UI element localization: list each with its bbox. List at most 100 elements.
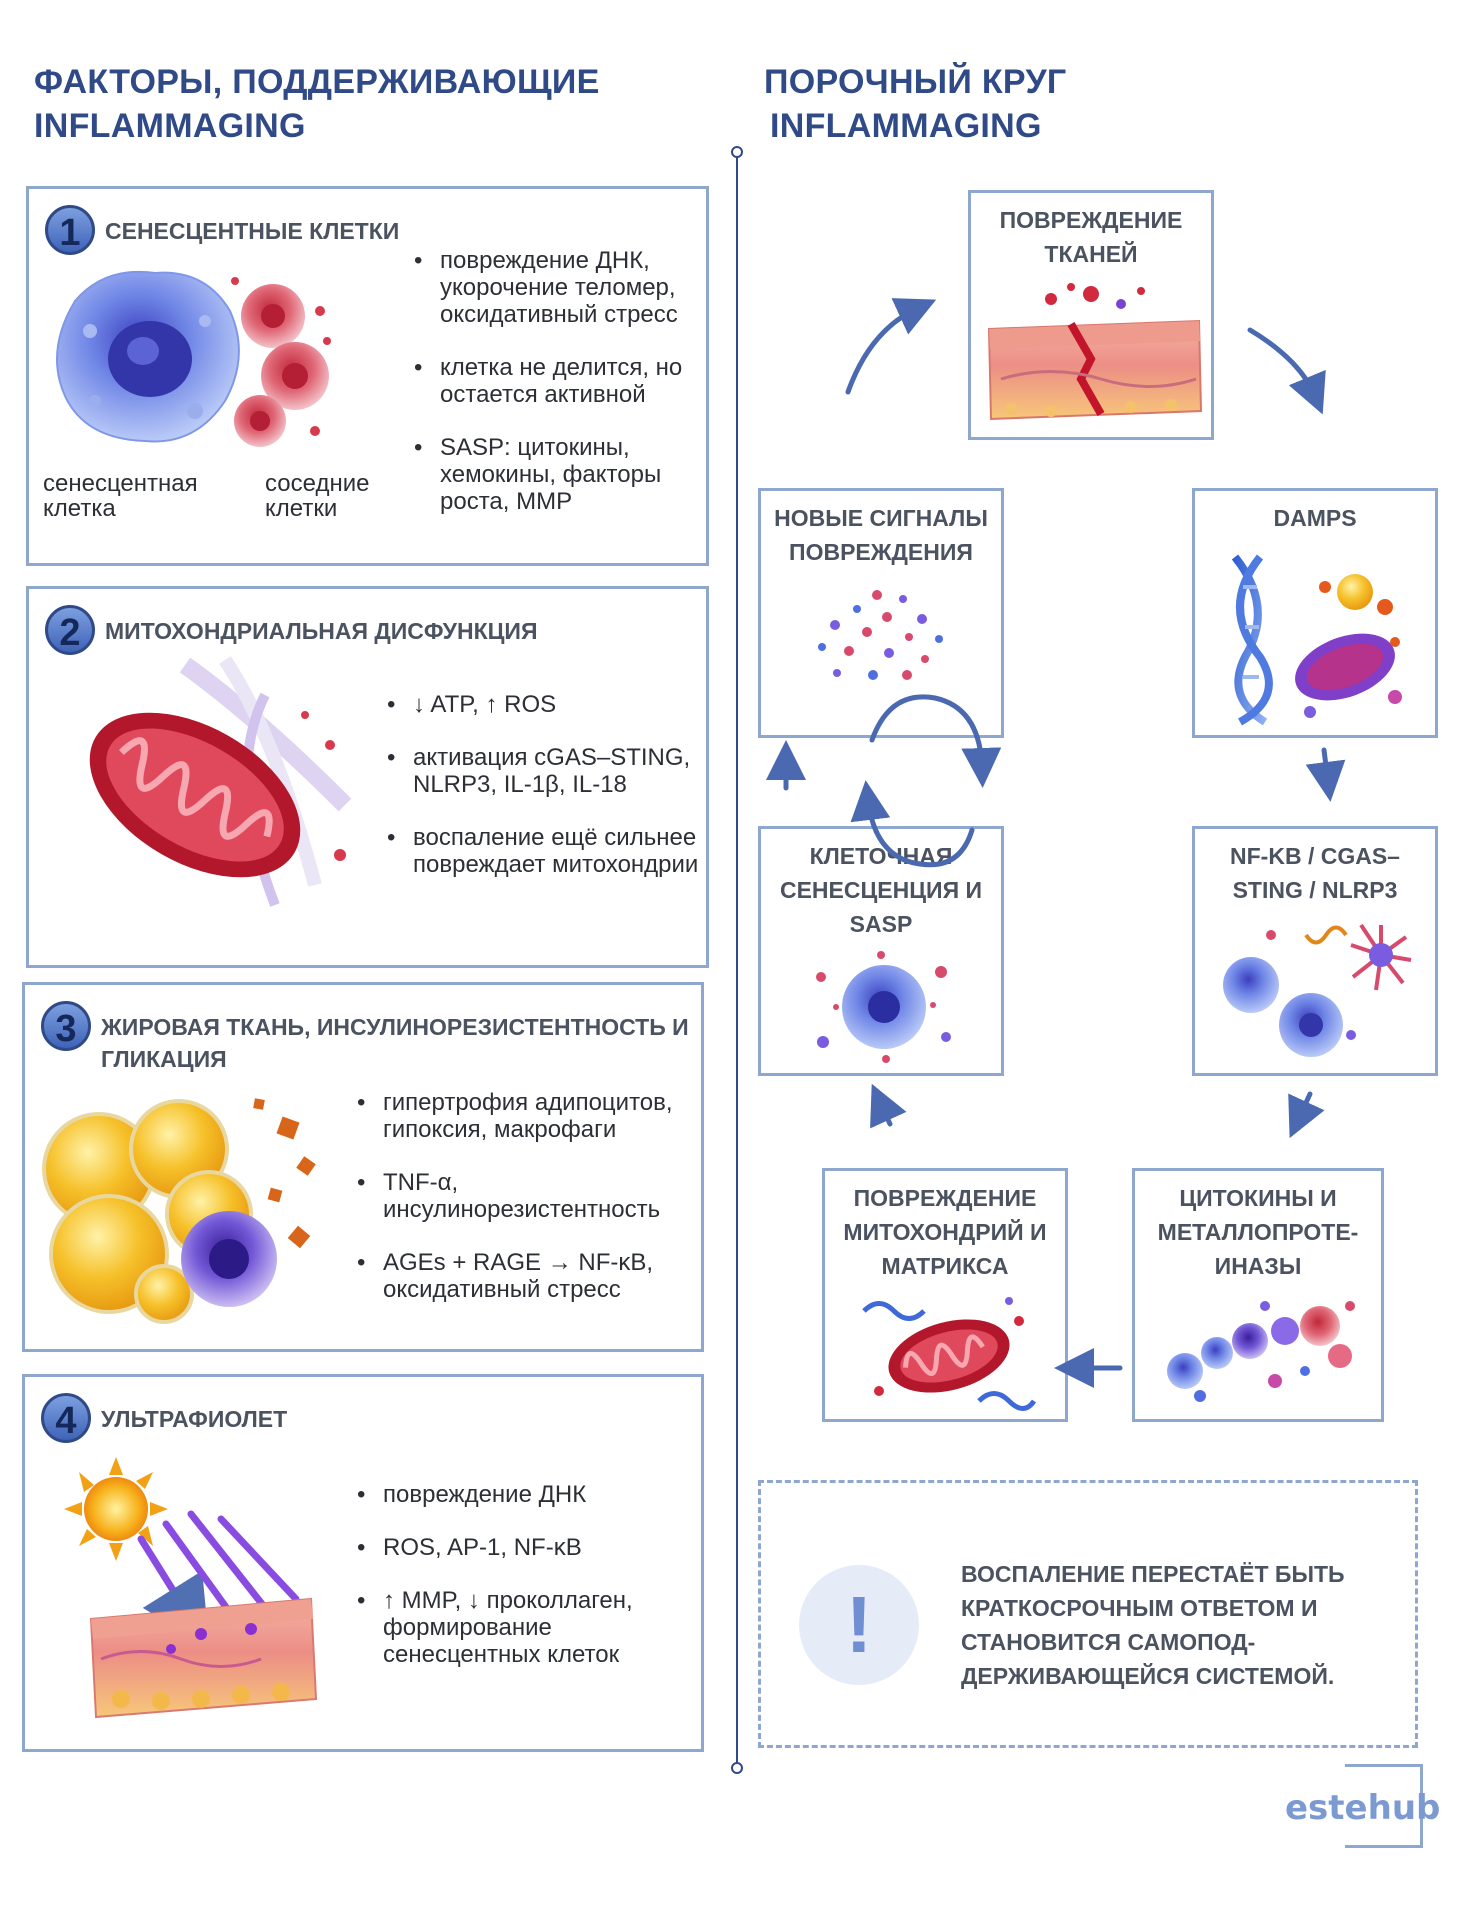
skin-block-graphic (89, 1597, 318, 1719)
uv-rays-graphic (137, 1510, 300, 1649)
senescent-cell-graphic (56, 270, 240, 443)
factor-bullets: гипертрофия адипоцитов, гипоксия, макроф… (355, 1089, 701, 1329)
factor-number-badge: 4 (41, 1393, 91, 1443)
right-title: ПОРОЧНЫЙ КРУГ INFLAMMAGING (764, 60, 1066, 148)
cycle-title-line: МЕТАЛЛОПРОТЕ- (1157, 1219, 1359, 1245)
caption-senescent-cell: сенесцентная клетка (43, 470, 198, 522)
bullet-item: SASP: цитокины, хемокины, факторы роста,… (412, 434, 702, 515)
arrow-nfkb-to-cytokines (1288, 1091, 1325, 1139)
cycle-title-line: МИТОХОНДРИЙ И (843, 1219, 1047, 1245)
divider-top-dot (731, 146, 743, 158)
cycle-box-mitochondria-matrix-damage: ПОВРЕЖДЕНИЕ МИТОХОНДРИЙ И МАТРИКСА (822, 1168, 1068, 1422)
bullet-item: TNF-α, инсулинорезистентность (355, 1169, 701, 1223)
exclamation-icon: ! (799, 1565, 919, 1685)
bullet-item: клетка не делится, но остается активной (412, 354, 702, 408)
cycle-title-line: ЦИТОКИНЫ И (1179, 1185, 1337, 1211)
left-title-line-1: ФАКТОРЫ, ПОДДЕРЖИВАЮЩИЕ (34, 63, 600, 101)
center-cycle-arrow-bottom (850, 780, 975, 868)
cycle-title-line: ИНАЗЫ (1214, 1253, 1302, 1279)
factor-title: УЛЬТРАФИОЛЕТ (101, 1406, 288, 1432)
factor-bullets: повреждение ДНК, укорочение теломер, окс… (412, 247, 702, 541)
bullet-item: ↓ ATP, ↑ ROS (385, 691, 705, 718)
bullet-item: повреждение ДНК, укорочение теломер, окс… (412, 247, 702, 328)
cycle-box-title: DAMPS (1195, 501, 1435, 535)
cycle-title-line: СЕНЕСЦЕНЦИЯ И (779, 877, 983, 903)
factor-card-ultraviolet: 4 УЛЬТРАФИОЛЕТ повреждение ДНК ROS, AP-1… (22, 1374, 704, 1752)
arrow-mito-to-senescence (870, 1083, 907, 1129)
cytokines-illustration (1167, 1301, 1355, 1402)
callout-line: СТАНОВИТСЯ САМОПОД- (961, 1629, 1256, 1655)
mitochondria-illustration (89, 656, 352, 907)
neighbor-cells-graphic (231, 277, 331, 447)
cycle-title-line: STING / NLRP3 (1232, 877, 1398, 903)
factor-title: СЕНЕСЦЕНТНЫЕ КЛЕТКИ (105, 218, 400, 244)
bullet-item: ↑ MMP, ↓ проколлаген, формирование сенес… (355, 1587, 701, 1668)
cycle-box-title: ПОВРЕЖДЕНИЕ МИТОХОНДРИЙ И МАТРИКСА (825, 1181, 1065, 1283)
bullet-item: гипертрофия адипоцитов, гипоксия, макроф… (355, 1089, 701, 1143)
factor-card-senescent-cells: 1 СЕНЕСЦЕНТНЫЕ КЛЕТКИ сенесцентная клетк… (26, 186, 709, 566)
factor-card-adipose-tissue: 3 ЖИРОВАЯ ТКАНЬ, ИНСУЛИНОРЕЗИСТЕНТНОСТЬ … (22, 982, 704, 1352)
exclamation-mark: ! (845, 1580, 873, 1669)
estehub-logo: estehub (1285, 1764, 1440, 1848)
bullet-item: AGEs + RAGE → NF-κB, оксидативный стресс (355, 1249, 701, 1303)
mitochondrion-graphic (89, 712, 301, 878)
factor-bullets: ↓ ATP, ↑ ROS активация cGAS–STING, NLRP3… (385, 691, 705, 904)
callout-line: ДЕРЖИВАЮЩЕЙСЯ СИСТЕМОЙ. (961, 1663, 1335, 1689)
factor-number-badge: 3 (41, 1001, 91, 1051)
bullet-item: активация cGAS–STING, NLRP3, IL-1β, IL-1… (385, 744, 705, 798)
caption-neighbor-cells: соседние клетки (265, 470, 370, 522)
logo-text: estehub (1285, 1788, 1441, 1828)
cycle-title-line: ТКАНЕЙ (1044, 241, 1138, 267)
divider-bottom-dot (731, 1762, 743, 1774)
adipose-tissue-illustration (42, 1098, 316, 1324)
arrow-damps-to-nfkb (1305, 747, 1346, 802)
arrow-tissue-to-damps (1247, 327, 1326, 415)
sun-graphic (64, 1457, 168, 1561)
vertical-divider (736, 152, 738, 1768)
arrow-signals-to-tissue (845, 298, 937, 395)
factor-bullets: повреждение ДНК ROS, AP-1, NF-κB ↑ MMP, … (355, 1481, 701, 1694)
factor-header: 4 УЛЬТРАФИОЛЕТ (41, 1393, 287, 1443)
factor-title: ЖИРОВАЯ ТКАНЬ, ИНСУЛИНОРЕЗИСТЕНТНОСТЬ И … (101, 1014, 689, 1072)
callout-line: ВОСПАЛЕНИЕ ПЕРЕСТАЁТ БЫТЬ (961, 1561, 1345, 1587)
signaling-illustration (1223, 923, 1412, 1057)
center-cycle-arrow-top (869, 694, 1002, 788)
cycle-arrows (766, 298, 1346, 1388)
factor-header: 2 МИТОХОНДРИАЛЬНАЯ ДИСФУНКЦИЯ (45, 605, 538, 655)
bullet-item: повреждение ДНК (355, 1481, 701, 1508)
bullet-item: ROS, AP-1, NF-κB (355, 1534, 701, 1561)
factor-header: 3 ЖИРОВАЯ ТКАНЬ, ИНСУЛИНОРЕЗИСТЕНТНОСТЬ … (41, 1001, 701, 1075)
left-title-line-2: INFLAMMAGING (34, 107, 306, 145)
cycle-title-line: НОВЫЕ СИГНАЛЫ (774, 505, 988, 531)
cycle-box-nfkb-sting-nlrp3: NF-KB / CGAS– STING / NLRP3 (1192, 826, 1438, 1076)
damaged-tissue-illustration (987, 283, 1203, 421)
cycle-box-title: НОВЫЕ СИГНАЛЫ ПОВРЕЖДЕНИЯ (761, 501, 1001, 569)
cycle-title-line: DAMPS (1273, 505, 1357, 531)
damaged-mitochondrion-illustration (862, 1297, 1037, 1411)
logo-frame (1345, 1764, 1423, 1848)
factor-card-mitochondrial-dysfunction: 2 МИТОХОНДРИАЛЬНАЯ ДИСФУНКЦИЯ ↓ ATP, ↑ R… (26, 586, 709, 968)
cycle-box-new-damage-signals: НОВЫЕ СИГНАЛЫ ПОВРЕЖДЕНИЯ (758, 488, 1004, 738)
damage-signals-illustration (818, 590, 943, 680)
cycle-title-line: NF-KB / CGAS– (1230, 843, 1400, 869)
senescent-cells-illustration (56, 270, 331, 447)
bullet-item: воспаление ещё сильнее повреждает митохо… (385, 824, 705, 878)
right-title-line-2: INFLAMMAGING (770, 107, 1042, 145)
uv-skin-illustration (64, 1457, 318, 1719)
factor-number-badge: 1 (45, 205, 95, 255)
right-title-line-1: ПОРОЧНЫЙ КРУГ (764, 63, 1067, 101)
senescent-cell-sasp-illustration (816, 951, 951, 1063)
cycle-box-cytokines-mmp: ЦИТОКИНЫ И МЕТАЛЛОПРОТЕ- ИНАЗЫ (1132, 1168, 1384, 1422)
cycle-title-line: SASP (849, 911, 913, 937)
cycle-title-line: ПОВРЕЖДЕНИЯ (789, 539, 973, 565)
macrophage-graphic (181, 1211, 277, 1307)
cycle-box-title: ПОВРЕЖДЕНИЕ ТКАНЕЙ (971, 203, 1211, 271)
age-crystals-graphic (253, 1098, 316, 1249)
callout-line: КРАТКОСРОЧНЫМ ОТВЕТОМ И (961, 1595, 1318, 1621)
factor-title: МИТОХОНДРИАЛЬНАЯ ДИСФУНКЦИЯ (105, 618, 538, 644)
damps-illustration (1231, 554, 1402, 726)
cycle-title-line: ПОВРЕЖДЕНИЕ (999, 207, 1183, 233)
factor-header: 1 СЕНЕСЦЕНТНЫЕ КЛЕТКИ (45, 205, 399, 255)
left-title: ФАКТОРЫ, ПОДДЕРЖИВАЮЩИЕ INFLAMMAGING (34, 60, 600, 148)
cycle-box-title: NF-KB / CGAS– STING / NLRP3 (1195, 839, 1435, 907)
